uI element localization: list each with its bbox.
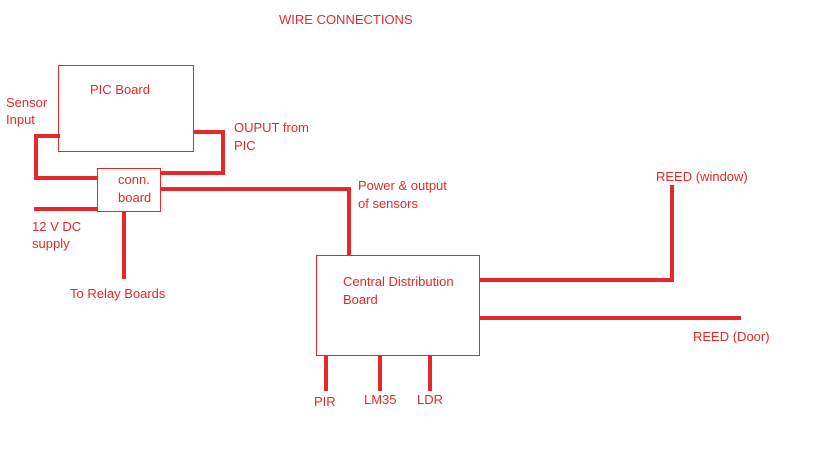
central-board-box bbox=[316, 255, 480, 356]
pic-output-label-line1: OUPUT from bbox=[234, 120, 309, 135]
conn-board-label-line2: board bbox=[118, 190, 151, 205]
reed-door-label: REED (Door) bbox=[693, 329, 770, 344]
central-board-label-line1: Central Distribution bbox=[343, 274, 454, 289]
supply-label-line1: 12 V DC bbox=[32, 219, 81, 234]
power-output-wire bbox=[158, 187, 351, 256]
pic-board-box bbox=[58, 65, 194, 152]
sensor-input-label-line2: Input bbox=[6, 112, 35, 127]
reed-window-wire bbox=[480, 185, 674, 282]
pic-board-label: PIC Board bbox=[90, 82, 150, 97]
pic-output-wire bbox=[158, 130, 225, 175]
pic-output-label-line2: PIC bbox=[234, 138, 256, 153]
power-output-label-line2: of sensors bbox=[358, 196, 418, 211]
sensor-input-label-line1: Sensor bbox=[6, 95, 48, 110]
central-board-label-line2: Board bbox=[343, 292, 378, 307]
ldr-label: LDR bbox=[417, 392, 443, 407]
lm35-label: LM35 bbox=[364, 392, 397, 407]
sensor-input-wire bbox=[34, 134, 98, 180]
pir-label: PIR bbox=[314, 394, 336, 409]
supply-label-line2: supply bbox=[32, 236, 70, 251]
diagram-title: WIRE CONNECTIONS bbox=[279, 12, 413, 27]
reed-window-label: REED (window) bbox=[656, 169, 748, 184]
conn-board-label-line1: conn. bbox=[118, 172, 150, 187]
conn-board-box bbox=[97, 168, 161, 212]
relay-label: To Relay Boards bbox=[70, 286, 166, 301]
power-output-label-line1: Power & output bbox=[358, 178, 447, 193]
